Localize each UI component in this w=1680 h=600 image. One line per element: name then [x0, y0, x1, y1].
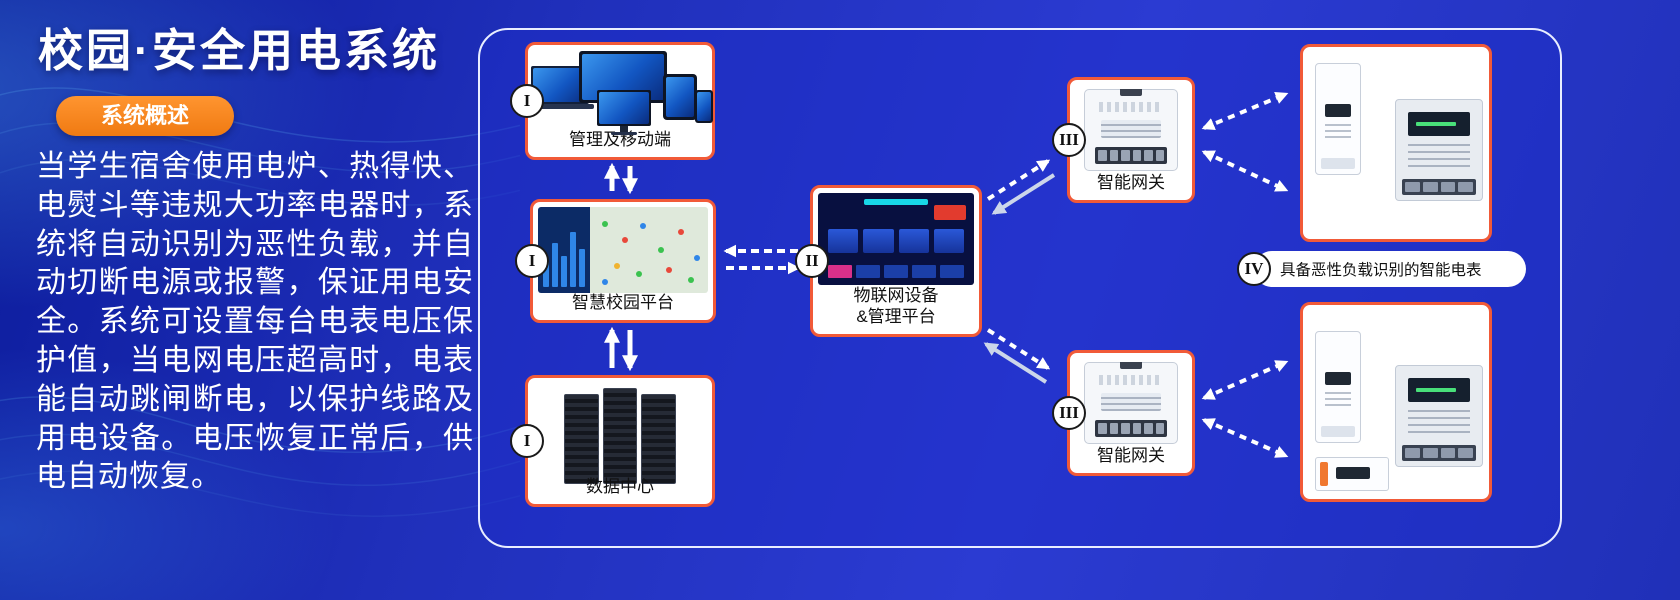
node-label: 智慧校园平台 [572, 293, 674, 312]
numeral-badge-gateway-bottom: III [1052, 396, 1086, 430]
gateway-vents [1099, 102, 1163, 112]
numeral-badge-campus: I [515, 244, 549, 278]
iot-screen-tiles [828, 229, 964, 253]
node-gateway-bottom: III 智能网关 [1052, 350, 1195, 476]
smart-meter-group-text: 具备恶性负载识别的智能电表 [1280, 262, 1482, 279]
gateway-usb-port [1120, 362, 1142, 369]
meter-terminal-strip [1402, 445, 1476, 461]
node-label: 智能网关 [1097, 446, 1165, 465]
meter-lcd [1408, 378, 1470, 402]
diagram-panel: I 管理及移动端 I [478, 28, 1562, 548]
tablet-icon [663, 74, 697, 120]
smart-meter-image [1315, 63, 1361, 175]
iot-dashboard-image [818, 193, 974, 285]
gateway-device-image [1084, 362, 1178, 444]
numeral-badge-iot: II [795, 244, 829, 278]
gateway-vents [1099, 375, 1163, 385]
server-rack-icon [641, 394, 677, 484]
numeral-badge-datacenter: I [510, 424, 544, 458]
iot-screen-red-tag [934, 205, 966, 220]
numeral-badge-gateway-top: III [1052, 123, 1086, 157]
node-campus-platform: I 智慧校园平台 [515, 199, 716, 323]
smart-meter-image [1395, 365, 1483, 467]
numeral-badge-management: I [510, 84, 544, 118]
server-rack-icon [602, 388, 638, 484]
iot-screen-footer-tiles [828, 265, 964, 278]
smart-meter-image [1395, 99, 1483, 201]
meter-text-rows [1408, 144, 1470, 168]
overview-badge: 系统概述 [56, 96, 234, 136]
gateway-device-image [1084, 89, 1178, 171]
node-smart-meters-bottom [1300, 302, 1492, 502]
phone-icon [695, 90, 713, 123]
meter-lcd [1408, 112, 1470, 136]
dashboard-chart-panel [538, 207, 590, 293]
campus-dashboard-image [538, 207, 708, 293]
numeral-badge-meters: IV [1237, 252, 1271, 286]
node-label: 物联网设备 &管理平台 [813, 285, 979, 327]
gateway-label-panel [1101, 120, 1161, 138]
node-management-terminal: I 管理及移动端 [510, 42, 715, 160]
meter-lcd [1325, 372, 1351, 385]
management-devices-image [526, 50, 715, 130]
smart-meter-image [1315, 331, 1361, 443]
page-title: 校园·安全用电系统 [38, 25, 440, 76]
node-smart-meters-top [1300, 44, 1492, 242]
meter-terminal-strip [1321, 158, 1355, 169]
iot-screen-title-bar [864, 199, 928, 205]
node-label-line2: &管理平台 [856, 307, 936, 326]
node-label: 数据中心 [586, 477, 654, 496]
desktop-icon [597, 90, 651, 126]
smart-meter-group-label: IV 具备恶性负载识别的智能电表 [1237, 251, 1526, 287]
node-gateway-top: III 智能网关 [1052, 77, 1195, 203]
meter-lcd [1325, 104, 1351, 117]
gateway-usb-port [1120, 89, 1142, 96]
node-label: 智能网关 [1097, 173, 1165, 192]
server-rack-icon [564, 394, 599, 484]
meter-text-rows [1408, 410, 1470, 434]
node-label: 管理及移动端 [569, 130, 671, 149]
gateway-terminals [1095, 147, 1167, 164]
node-iot-platform: II 物联网设备 &管理平台 [795, 185, 982, 337]
node-label-line1: 物联网设备 [853, 286, 939, 305]
gateway-label-panel [1101, 393, 1161, 411]
gateway-terminals [1095, 420, 1167, 437]
meter-terminal-strip [1402, 179, 1476, 195]
node-data-center: I 数据中心 [510, 375, 715, 507]
meter-text-rows [1325, 124, 1351, 138]
server-racks-image [564, 388, 677, 484]
overview-text: 当学生宿舍使用电炉、热得快、电熨斗等违规大功率电器时，系统将自动识别为恶性负载，… [36, 150, 474, 494]
smart-meter-image [1315, 457, 1389, 491]
meter-text-rows [1325, 392, 1351, 406]
meter-terminal-strip [1321, 426, 1355, 437]
